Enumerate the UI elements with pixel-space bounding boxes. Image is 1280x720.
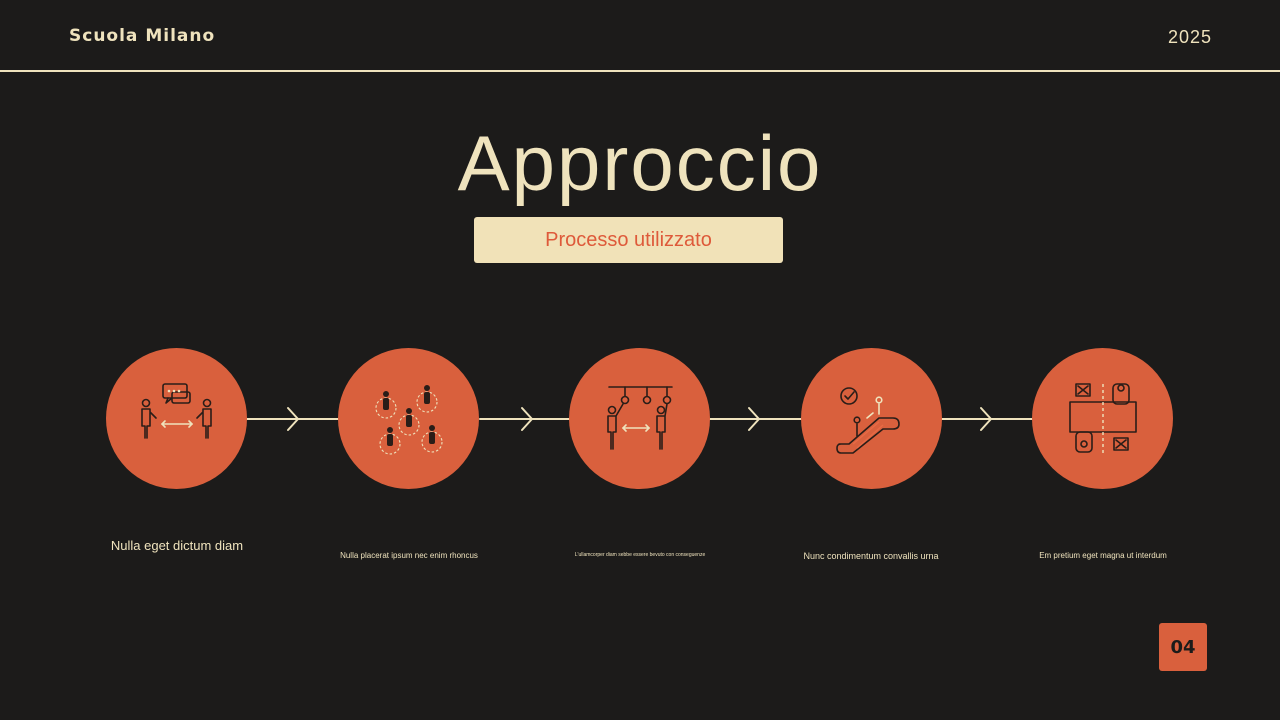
- crowd-spacing-icon: [375, 385, 443, 455]
- subtitle-badge: Processo utilizzato: [474, 217, 783, 263]
- page-number: 04: [1170, 636, 1196, 658]
- escalator-check-icon: [836, 387, 900, 454]
- step-1-caption: Nulla eget dictum diam: [110, 538, 244, 553]
- conversation-distance-icon: [141, 383, 212, 439]
- page-number-badge: 04: [1159, 623, 1207, 671]
- brand-name: Scuola Milano: [69, 26, 216, 46]
- step-5-caption: Em pretium eget magna ut interdum: [1039, 551, 1167, 560]
- step-3-caption: L'ullamcorper diam sebbe essere bevuto c…: [574, 552, 706, 558]
- subtitle-text: Processo utilizzato: [545, 228, 712, 251]
- arrow-icon: [287, 407, 299, 431]
- step-5-circle: [1032, 348, 1173, 489]
- page-title: Approccio: [457, 119, 823, 207]
- step-2-caption: Nulla placerat ipsum nec enim rhoncus: [340, 551, 478, 560]
- step-1-circle: [106, 348, 247, 489]
- step-4-caption: Nunc condimentum convallis urna: [803, 551, 939, 561]
- year-label: 2025: [1167, 27, 1212, 47]
- table-seating-icon: [1069, 383, 1137, 454]
- step-4-circle: [801, 348, 942, 489]
- transit-distance-icon: [607, 386, 673, 450]
- step-3-circle: [569, 348, 710, 489]
- arrow-icon: [748, 407, 760, 431]
- arrow-icon: [521, 407, 533, 431]
- step-2-circle: [338, 348, 479, 489]
- header-divider: [0, 70, 1280, 72]
- arrow-icon: [980, 407, 992, 431]
